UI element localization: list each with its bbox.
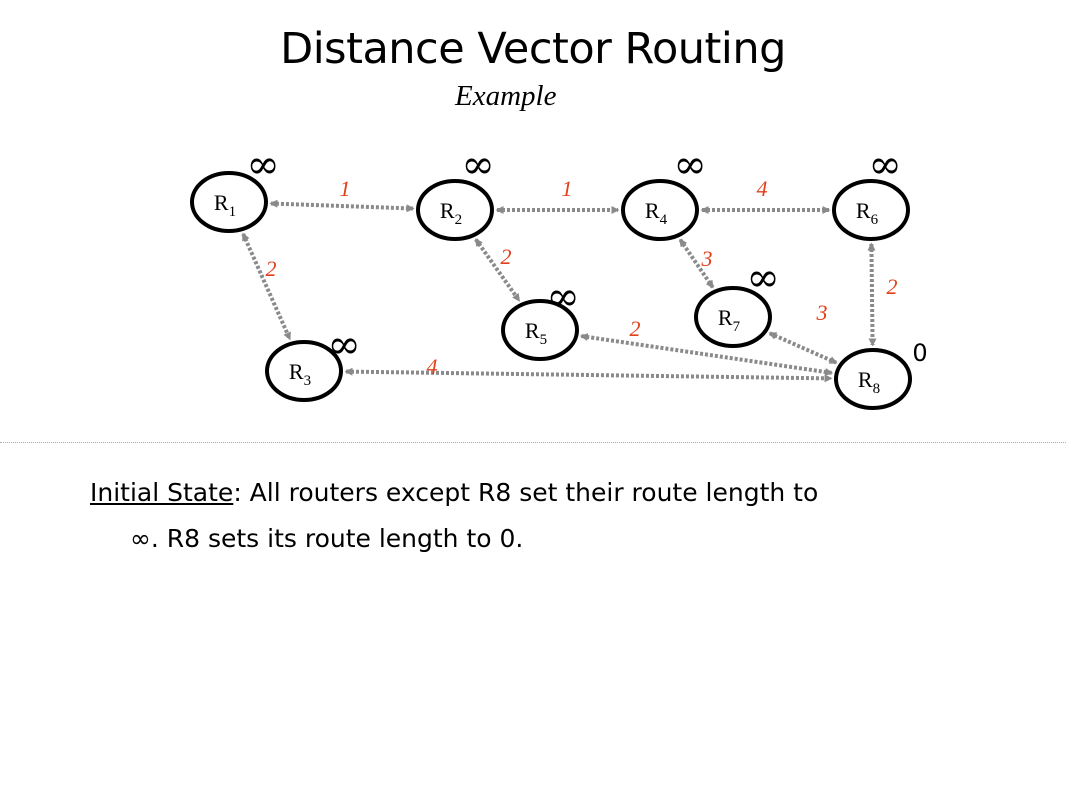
router-node-r7 — [694, 286, 772, 348]
link-r6-r8 — [867, 242, 877, 347]
slide-title: Distance Vector Routing — [280, 24, 786, 74]
distance-label-r5: ∞ — [546, 274, 579, 320]
router-r4: R4∞ — [621, 142, 707, 241]
router-node-r1 — [190, 171, 268, 233]
router-r6: R6 ∞ — [832, 142, 910, 241]
link-weight-r1-r3: 2 — [266, 256, 277, 281]
link-r2-r5 — [474, 238, 521, 302]
caption-line1: : All routers except R8 set their route … — [233, 478, 819, 507]
router-label-r3: R3 — [289, 359, 311, 389]
distance-label-r8: 0 — [912, 339, 927, 367]
link-weight-r2-r4: 1 — [562, 176, 573, 201]
link-r7-r8 — [768, 331, 838, 365]
link-weight-r3-r8: 4 — [427, 354, 438, 379]
link-r1-r2 — [269, 199, 415, 213]
router-label-r7: R7 — [718, 305, 741, 335]
router-r7: R7∞ — [694, 255, 780, 348]
router-label-r4: R4 — [645, 198, 668, 228]
link-weight-r7-r8: 3 — [816, 300, 828, 325]
caption: Initial State: All routers except R8 set… — [90, 470, 1050, 562]
link-weight-r4-r7: 3 — [701, 246, 713, 271]
distance-label-r4: ∞ — [673, 142, 706, 188]
distance-label-r2: ∞ — [461, 142, 494, 188]
distance-label-r7: ∞ — [746, 255, 779, 301]
router-node-r4 — [621, 179, 699, 241]
router-node-r6 — [832, 179, 910, 241]
router-r1: R1 ∞ — [190, 142, 280, 233]
link-r3-r8 — [344, 367, 833, 383]
router-label-r5: R5 — [525, 318, 547, 348]
divider — [0, 442, 1066, 443]
links-layer: 1 2 1 2 4 3 2 3 2 4 — [241, 176, 898, 383]
link-weight-r2-r5: 2 — [501, 244, 512, 269]
distance-label-r6: ∞ — [868, 142, 901, 188]
router-node-r8 — [834, 348, 912, 410]
slide-subtitle: Example — [455, 80, 557, 112]
link-weight-r4-r6: 4 — [757, 176, 768, 201]
link-r1-r3 — [241, 232, 292, 341]
router-label-r6: R6 — [856, 198, 879, 228]
link-weight-r6-r8: 2 — [887, 274, 898, 299]
routers-layer: R1∞R2∞R3∞R4∞R5∞R6∞R7∞R80 — [190, 142, 928, 410]
link-weight-r1-r2: 1 — [340, 176, 351, 201]
router-r8: R8 0 — [834, 339, 928, 410]
router-label-r8: R8 — [858, 367, 880, 397]
router-label-r1: R1 — [214, 190, 236, 220]
link-weight-r5-r8: 2 — [630, 316, 641, 341]
router-r3: R3 ∞ — [265, 322, 361, 402]
caption-line2: ∞. R8 sets its route length to 0. — [130, 524, 524, 553]
caption-lead: Initial State — [90, 478, 234, 507]
router-node-r5 — [501, 299, 579, 361]
router-r5: R5∞ — [501, 274, 580, 361]
distance-label-r3: ∞ — [327, 322, 360, 368]
router-r2: R2 ∞ — [416, 142, 495, 241]
link-r5-r8 — [579, 333, 834, 376]
distance-label-r1: ∞ — [246, 142, 279, 188]
router-node-r3 — [265, 340, 343, 402]
router-node-r2 — [416, 179, 494, 241]
router-label-r2: R2 — [440, 198, 462, 228]
